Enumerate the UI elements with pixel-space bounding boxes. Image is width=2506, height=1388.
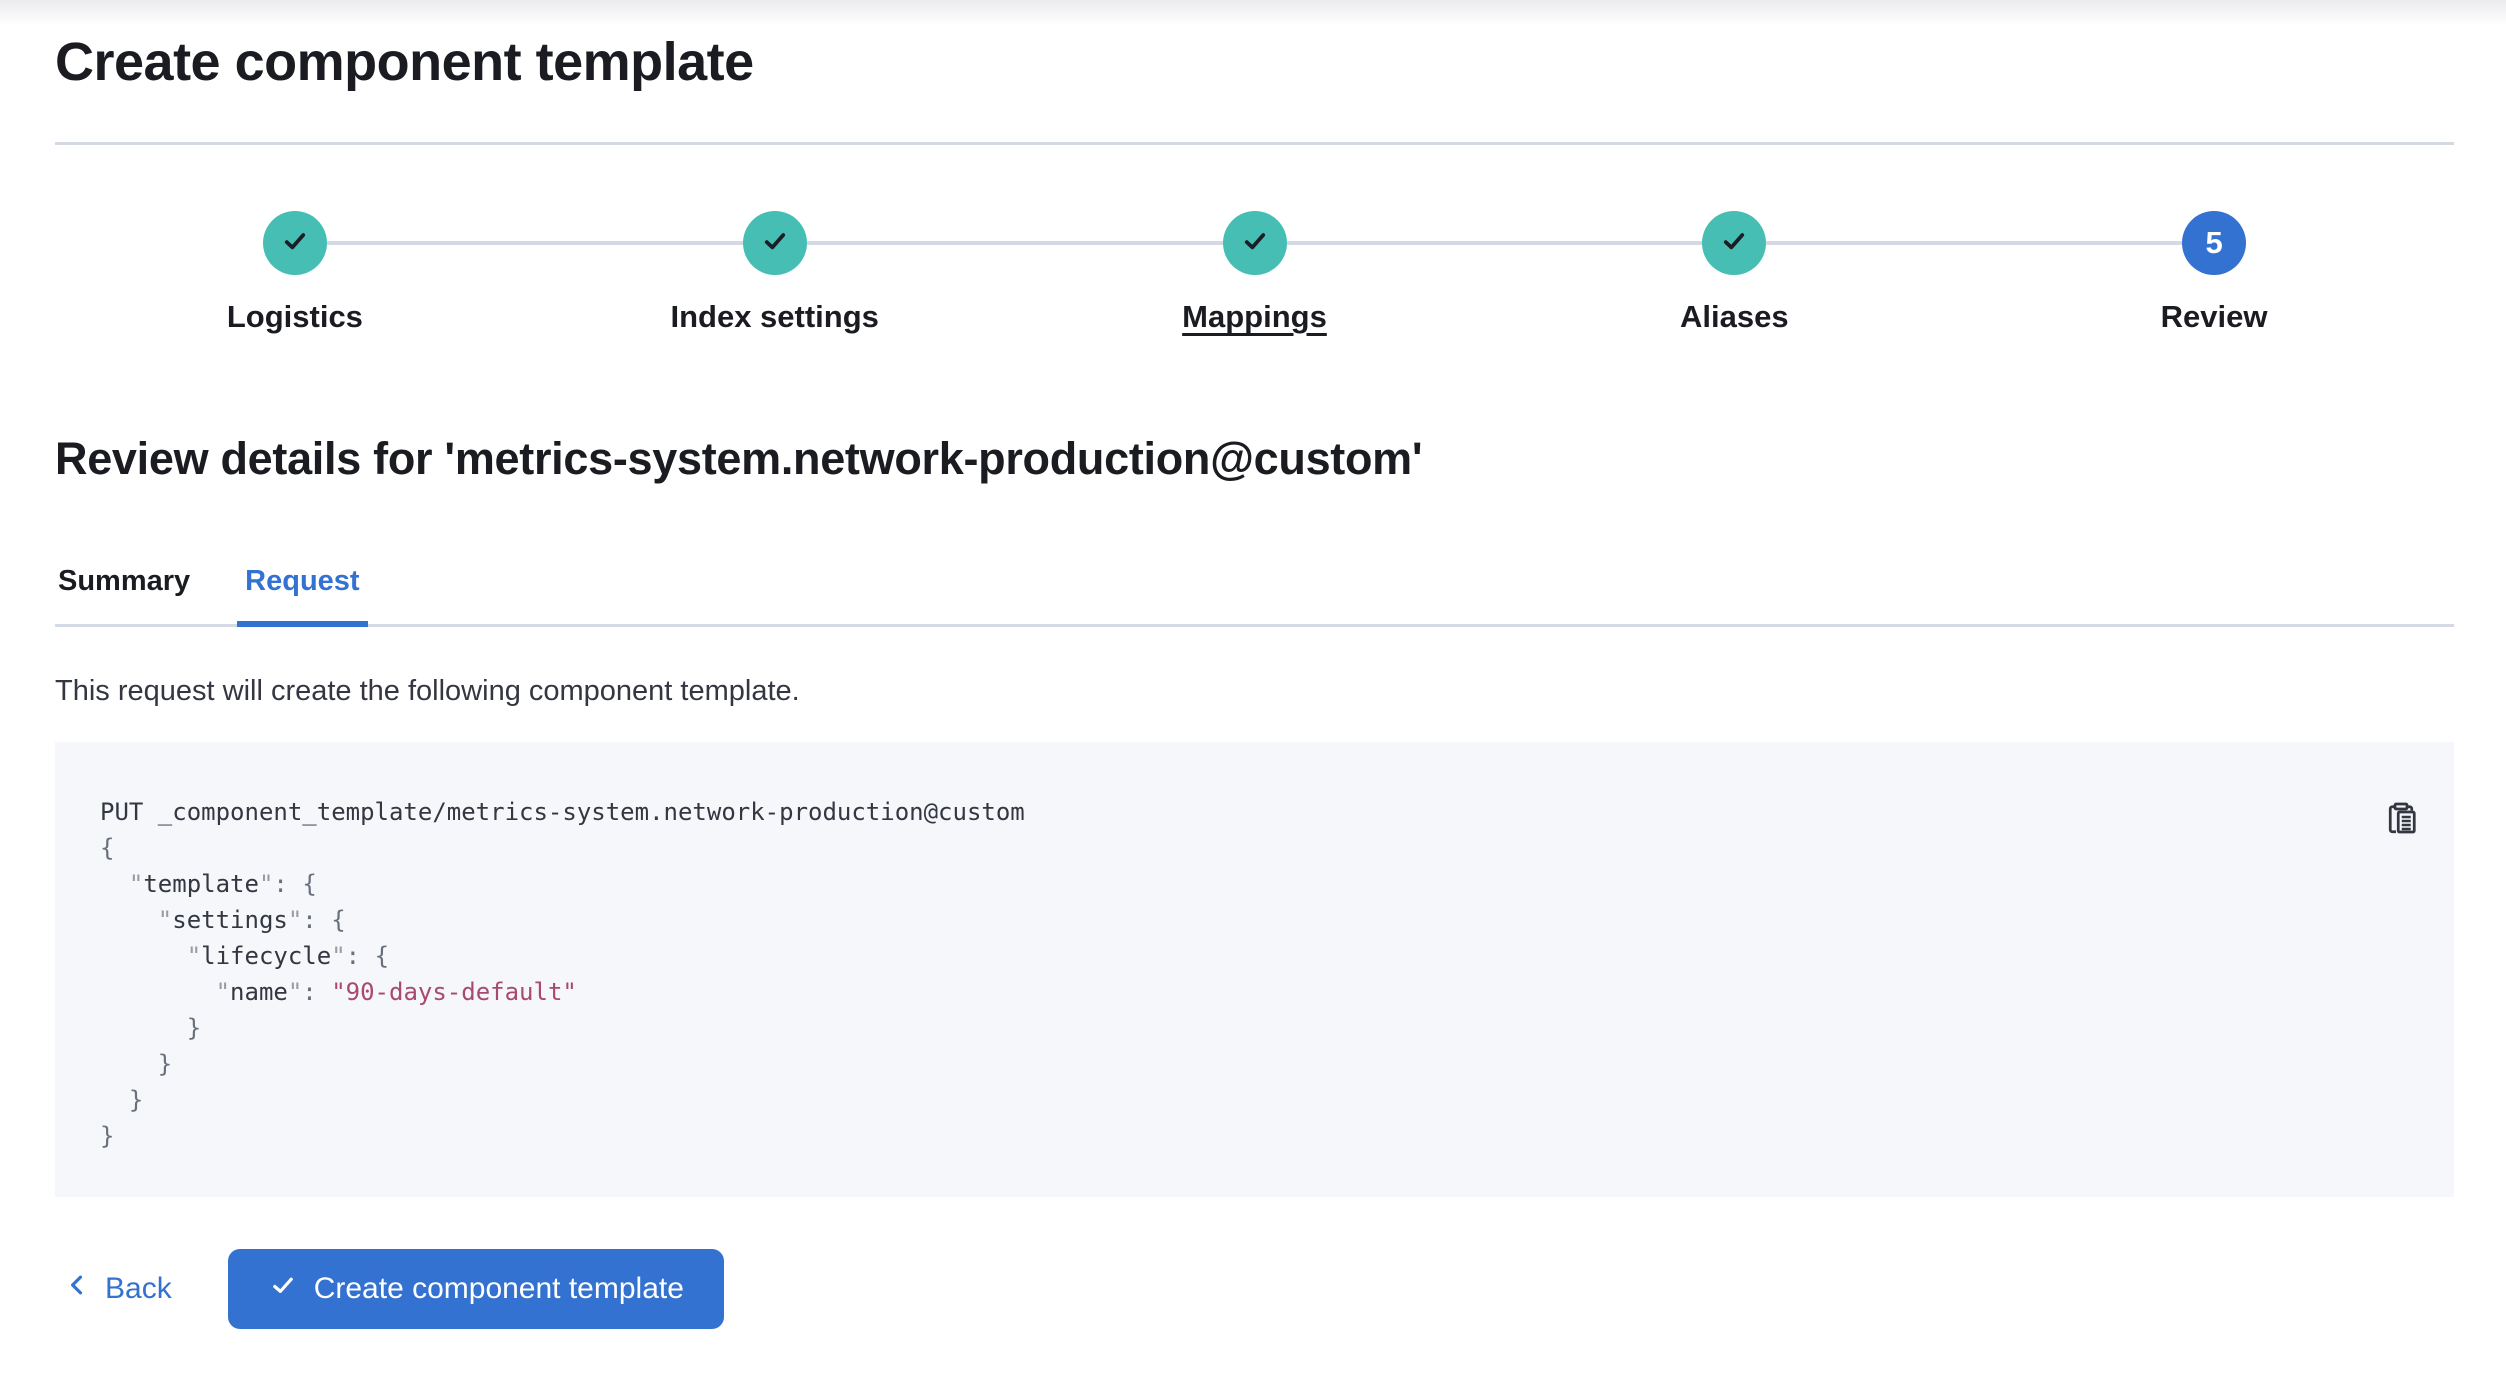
request-description: This request will create the following c… bbox=[55, 675, 800, 707]
step-mappings[interactable]: Mappings bbox=[1014, 211, 1495, 335]
back-button-label: Back bbox=[105, 1272, 172, 1305]
create-component-template-button[interactable]: Create component template bbox=[227, 1249, 724, 1329]
code-lines: PUT _component_template/metrics-system.n… bbox=[100, 794, 2344, 1154]
page-title: Create component template bbox=[55, 32, 754, 92]
tab-summary[interactable]: Summary bbox=[58, 565, 191, 597]
step-track bbox=[534, 211, 1015, 275]
request-code-block: PUT _component_template/metrics-system.n… bbox=[55, 742, 2454, 1197]
top-window-shade bbox=[0, 0, 2506, 26]
check-icon bbox=[1240, 226, 1270, 261]
copy-clipboard-icon bbox=[2381, 798, 2421, 841]
code-line: } bbox=[100, 1122, 115, 1150]
step-circle-complete[interactable] bbox=[1222, 211, 1287, 275]
check-icon bbox=[268, 1270, 298, 1308]
code-line: } bbox=[100, 1050, 173, 1078]
step-review[interactable]: 5 Review bbox=[1974, 211, 2454, 335]
code-line: PUT _component_template/metrics-system.n… bbox=[100, 798, 1025, 826]
step-circle-current[interactable]: 5 bbox=[2182, 211, 2247, 275]
step-label[interactable]: Review bbox=[2160, 299, 2268, 334]
step-label[interactable]: Index settings bbox=[670, 299, 879, 334]
code-line: } bbox=[100, 1086, 144, 1114]
step-aliases[interactable]: Aliases bbox=[1494, 211, 1975, 335]
step-number: 5 bbox=[2205, 225, 2223, 260]
create-button-label: Create component template bbox=[313, 1272, 684, 1305]
step-circle-complete[interactable] bbox=[262, 211, 327, 275]
create-component-template-page: Create component template Logistics bbox=[0, 30, 2506, 1329]
step-label[interactable]: Logistics bbox=[226, 299, 363, 334]
step-logistics[interactable]: Logistics bbox=[55, 211, 535, 335]
footer-actions: Back Create component template bbox=[55, 1249, 2454, 1329]
title-divider bbox=[55, 142, 2454, 145]
code-line: { bbox=[100, 834, 115, 862]
copy-to-clipboard-button[interactable] bbox=[2380, 798, 2422, 840]
step-track bbox=[55, 211, 535, 275]
code-line: "template": { bbox=[128, 870, 317, 898]
review-details-heading: Review details for 'metrics-system.netwo… bbox=[55, 433, 1423, 484]
chevron-left-icon bbox=[63, 1271, 91, 1307]
step-track: 5 bbox=[1974, 211, 2454, 275]
stepper: Logistics Index settings bbox=[55, 211, 2454, 335]
review-tabs: Summary Request bbox=[55, 565, 2454, 627]
check-icon bbox=[280, 226, 310, 261]
code-line: } bbox=[100, 1014, 202, 1042]
step-circle-complete[interactable] bbox=[742, 211, 807, 275]
step-index-settings[interactable]: Index settings bbox=[534, 211, 1015, 335]
code-line: "settings": { bbox=[157, 906, 346, 934]
code-line: "lifecycle": { bbox=[186, 942, 390, 970]
step-label[interactable]: Aliases bbox=[1680, 299, 1789, 334]
check-icon bbox=[760, 226, 790, 261]
step-track bbox=[1494, 211, 1975, 275]
step-track bbox=[1014, 211, 1495, 275]
tab-request[interactable]: Request bbox=[237, 565, 369, 627]
step-circle-complete[interactable] bbox=[1702, 211, 1767, 275]
back-button[interactable]: Back bbox=[55, 1271, 188, 1307]
step-label[interactable]: Mappings bbox=[1182, 299, 1327, 334]
code-line: "name": "90-days-default" bbox=[215, 978, 577, 1006]
check-icon bbox=[1719, 226, 1749, 261]
